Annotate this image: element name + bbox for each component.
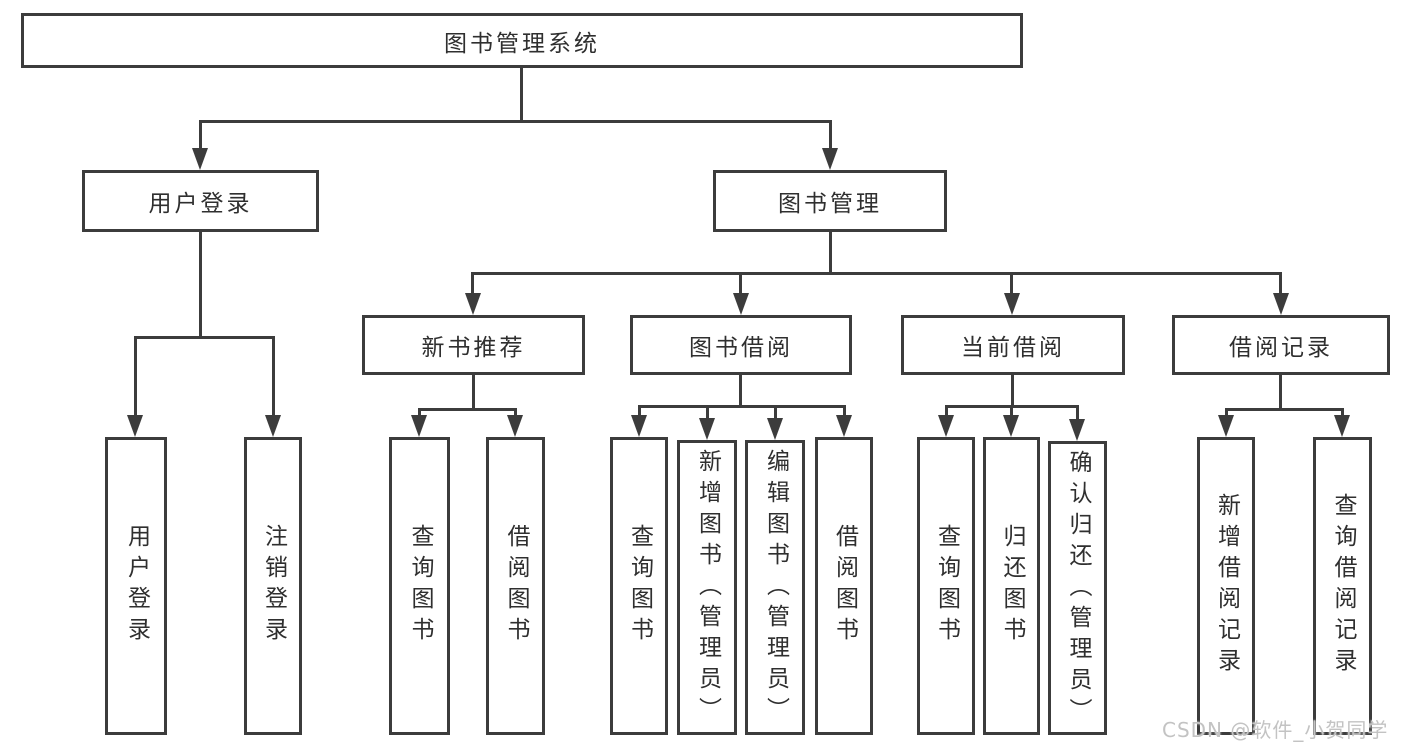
node-label: 归还图书: [999, 524, 1025, 648]
node-label: 当前借阅: [961, 335, 1065, 361]
connector-line: [739, 272, 742, 293]
connector-arrowhead: [1069, 419, 1085, 441]
connector-arrowhead: [465, 293, 481, 315]
connector-line: [1011, 375, 1014, 408]
leaf-current-query-books: 查询图书: [917, 437, 975, 735]
connector-line: [638, 405, 641, 417]
connector-line: [1225, 408, 1343, 411]
connector-arrowhead: [938, 415, 954, 437]
node-label: 图书借阅: [689, 335, 793, 361]
connector-line: [520, 68, 523, 123]
node-book-borrow: 图书借阅: [630, 315, 852, 375]
connector-arrowhead: [411, 415, 427, 437]
connector-line: [1225, 408, 1228, 418]
node-label: 查询图书: [933, 524, 960, 648]
node-label: 用户登录: [123, 524, 150, 648]
connector-line: [472, 375, 475, 411]
node-label: 查询图书: [407, 524, 433, 648]
connector-line: [638, 405, 846, 408]
leaf-return-books: 归还图书: [983, 437, 1040, 735]
node-label: 用户登录: [148, 191, 253, 217]
node-book-management: 图书管理: [713, 170, 947, 232]
connector-line: [829, 120, 832, 148]
node-label: 新书推荐: [421, 335, 526, 361]
node-label: 注销登录: [260, 524, 287, 648]
node-current-borrow: 当前借阅: [901, 315, 1125, 375]
connector-line: [739, 375, 742, 408]
connector-line: [1010, 272, 1013, 293]
connector-line: [1076, 405, 1079, 421]
leaf-confirm-return-admin: 确认归还（管理员）: [1048, 441, 1107, 735]
node-new-book-recommend: 新书推荐: [362, 315, 585, 375]
connector-arrowhead: [265, 415, 281, 437]
node-label: 新增借阅记录: [1213, 493, 1240, 679]
watermark: CSDN @软件_小贺同学: [1162, 718, 1389, 742]
node-label: 查询图书: [626, 524, 653, 648]
connector-line: [134, 336, 275, 339]
node-label: 借阅记录: [1229, 335, 1333, 361]
leaf-rec-borrow-books: 借阅图书: [486, 437, 545, 735]
node-label: 新增图书（管理员）: [694, 449, 721, 728]
connector-arrowhead: [1218, 415, 1234, 437]
connector-arrowhead: [767, 418, 783, 440]
connector-line: [945, 405, 948, 417]
connector-line: [418, 408, 517, 411]
connector-line: [199, 120, 832, 123]
connector-arrowhead: [699, 418, 715, 440]
connector-arrowhead: [1334, 415, 1350, 437]
connector-line: [418, 408, 421, 418]
connector-line: [472, 272, 1282, 275]
connector-line: [514, 408, 517, 418]
connector-line: [134, 336, 137, 415]
connector-line: [706, 405, 709, 419]
connector-arrowhead: [507, 415, 523, 437]
connector-line: [471, 272, 474, 293]
connector-arrowhead: [733, 293, 749, 315]
connector-arrowhead: [1273, 293, 1289, 315]
connector-line: [1010, 405, 1013, 417]
connector-line: [1341, 408, 1344, 418]
node-root: 图书管理系统: [21, 13, 1023, 68]
connector-arrowhead: [1003, 415, 1019, 437]
connector-arrowhead: [631, 415, 647, 437]
connector-line: [199, 232, 202, 339]
node-label: 图书管理系统: [444, 30, 600, 57]
leaf-rec-query-books: 查询图书: [389, 437, 450, 735]
connector-line: [1279, 272, 1282, 293]
connector-arrowhead: [1004, 293, 1020, 315]
node-label: 借阅图书: [503, 524, 529, 648]
node-label: 图书管理: [778, 191, 882, 217]
leaf-add-borrow-record: 新增借阅记录: [1197, 437, 1255, 735]
connector-line: [843, 405, 846, 417]
connector-line: [1279, 375, 1282, 411]
connector-line: [272, 336, 275, 415]
connector-line: [829, 232, 832, 275]
leaf-borrow-books: 借阅图书: [815, 437, 873, 735]
connector-line: [774, 405, 777, 419]
node-label: 编辑图书（管理员）: [762, 449, 789, 728]
node-user-login: 用户登录: [82, 170, 319, 232]
node-borrow-records: 借阅记录: [1172, 315, 1390, 375]
connector-line: [199, 120, 202, 148]
node-label: 借阅图书: [831, 524, 858, 648]
leaf-logout: 注销登录: [244, 437, 302, 735]
connector-arrowhead: [822, 148, 838, 170]
leaf-user-login: 用户登录: [105, 437, 167, 735]
node-label: 确认归还（管理员）: [1065, 450, 1091, 729]
leaf-add-books-admin: 新增图书（管理员）: [677, 440, 737, 735]
leaf-borrow-query-books: 查询图书: [610, 437, 668, 735]
connector-arrowhead: [192, 148, 208, 170]
leaf-query-borrow-record: 查询借阅记录: [1313, 437, 1372, 735]
connector-arrowhead: [127, 415, 143, 437]
connector-arrowhead: [836, 415, 852, 437]
leaf-edit-books-admin: 编辑图书（管理员）: [745, 440, 805, 735]
node-label: 查询借阅记录: [1330, 493, 1356, 679]
